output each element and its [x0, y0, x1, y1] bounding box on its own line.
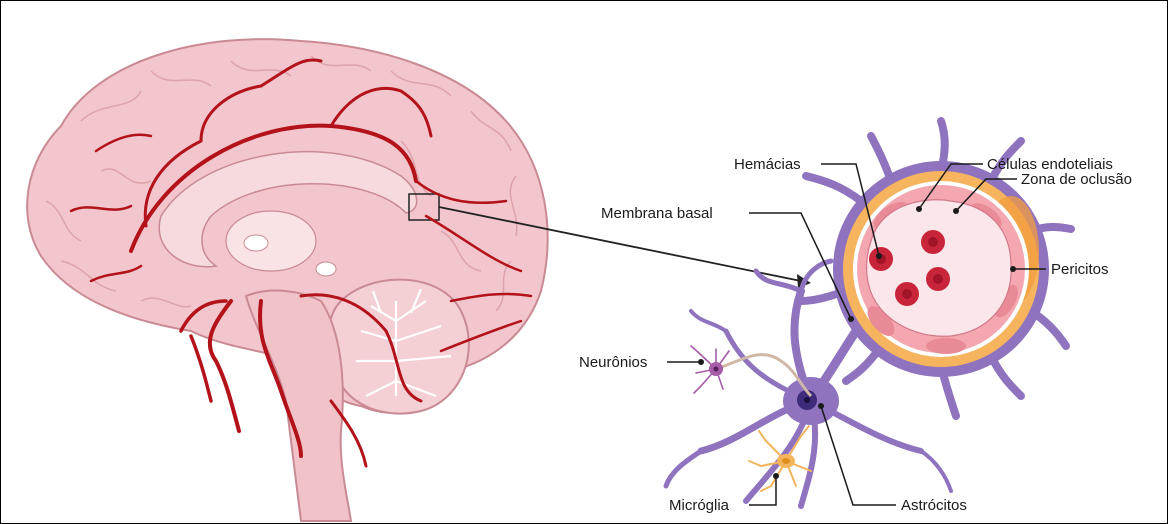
microglia-cell [749, 426, 811, 491]
thalamus [226, 211, 316, 271]
label-astrocitos: Astrócitos [901, 497, 967, 514]
cerebellum [329, 280, 469, 414]
brain-sagittal-illustration [27, 39, 548, 521]
label-hemacias: Hemácias [734, 156, 801, 173]
label-microglia: Micróglia [669, 497, 730, 514]
label-neuronios: Neurônios [579, 354, 647, 371]
label-pericitos: Pericitos [1051, 261, 1109, 278]
label-zona-de-oclusao: Zona de oclusão [1021, 171, 1132, 188]
label-membrana-basal: Membrana basal [601, 205, 713, 222]
